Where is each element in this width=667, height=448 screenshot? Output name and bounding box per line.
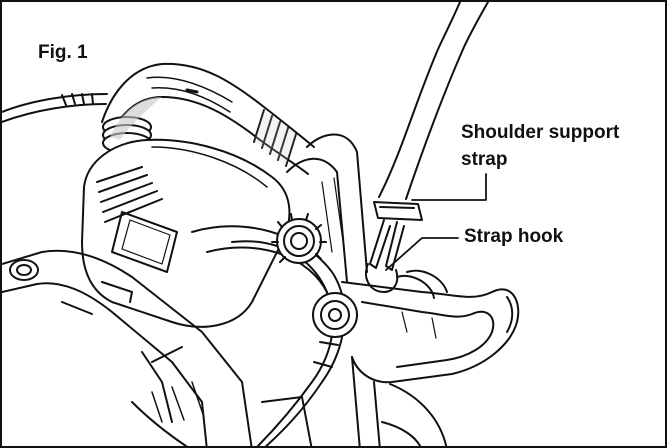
pivot-column (286, 133, 368, 283)
callout-strap-hook: Strap hook (464, 226, 564, 247)
shading (110, 97, 296, 166)
pivot-bolt (312, 292, 358, 338)
strap-buckle (373, 201, 423, 221)
front-handle (341, 269, 520, 446)
callout-shoulder-strap-line2: strap (461, 149, 508, 170)
depth-knob (271, 213, 327, 264)
motor-housing (81, 138, 291, 328)
base-details (151, 381, 422, 446)
strap-hook-shape (365, 219, 405, 293)
callout-shoulder-strap-line1: Shoulder support (461, 122, 620, 143)
figure-label: Fig. 1 (38, 42, 88, 63)
shoulder-strap (378, 2, 489, 200)
leader-lines (385, 173, 487, 271)
callout-shoulder-strap: Shoulder support strap (461, 119, 619, 173)
power-cord (2, 93, 108, 123)
side-frame (2, 249, 253, 446)
